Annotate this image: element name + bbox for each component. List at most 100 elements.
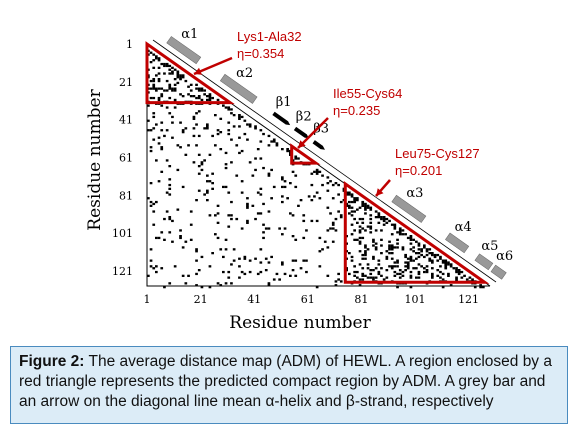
contact-cell: [181, 185, 185, 189]
contact-cell: [270, 168, 273, 172]
contact-cell: [149, 149, 153, 153]
contact-cell: [176, 144, 180, 147]
contact-cell: [401, 233, 405, 236]
contact-cell: [197, 189, 201, 192]
contact-cell: [176, 74, 180, 77]
contact-cell: [409, 274, 413, 277]
contact-cell: [206, 174, 209, 177]
contact-cell: [262, 166, 265, 170]
contact-cell: [171, 219, 174, 223]
contact-cell: [267, 282, 271, 285]
contact-cell: [425, 265, 429, 268]
contact-cell: [251, 174, 255, 177]
contact-cell: [157, 57, 161, 60]
contact-cell: [149, 79, 153, 83]
contact-cell: [358, 284, 362, 287]
contact-cell: [152, 138, 156, 141]
contact-cell: [374, 267, 378, 270]
contact-cell: [163, 238, 166, 241]
contact-cell: [184, 240, 188, 243]
contact-cell: [267, 261, 271, 264]
contact-cell: [246, 206, 249, 209]
contact-cell: [163, 286, 166, 289]
contact-cell: [283, 272, 287, 276]
contact-cell: [246, 197, 249, 200]
contact-cell: [350, 255, 354, 259]
contact-cell: [449, 265, 453, 268]
contact-cell: [310, 199, 314, 202]
strand-label: β1: [276, 95, 292, 110]
contact-cell: [431, 253, 434, 257]
helix-label: α3: [406, 186, 423, 201]
contact-cell: [415, 276, 418, 279]
contact-cell: [232, 248, 236, 251]
contact-cell: [380, 244, 383, 247]
contact-cell: [339, 280, 343, 283]
contact-cell: [224, 282, 228, 285]
contact-cell: [358, 225, 362, 228]
contact-cell: [417, 255, 421, 259]
contact-cell: [390, 265, 394, 268]
contact-cell: [393, 246, 397, 249]
contact-cell: [168, 217, 172, 221]
contact-cell: [415, 252, 418, 255]
contact-cell: [173, 83, 177, 86]
contact-cell: [152, 87, 156, 90]
contact-cell: [160, 104, 164, 107]
contact-cell: [369, 206, 373, 209]
contact-cell: [262, 202, 265, 206]
contact-cell: [366, 206, 370, 209]
contact-cell: [272, 138, 276, 141]
contact-cell: [291, 269, 295, 272]
contact-cell: [278, 227, 281, 230]
x-tick-label: 101: [404, 293, 425, 306]
contact-cell: [214, 214, 217, 217]
contact-cell: [329, 227, 332, 230]
contact-cell: [155, 74, 158, 77]
contact-cell: [216, 204, 220, 207]
contact-cell: [157, 142, 161, 145]
contact-cell: [364, 246, 367, 249]
contact-cell: [264, 227, 268, 230]
region-eta-label: η=0.201: [395, 163, 442, 178]
contact-cell: [315, 172, 319, 175]
contact-cell: [415, 267, 418, 270]
contact-cell: [291, 235, 295, 238]
contact-cell: [246, 204, 249, 207]
contact-cell: [398, 269, 402, 272]
region-eta-label: η=0.354: [237, 46, 284, 61]
contact-cell: [152, 223, 156, 226]
contact-cell: [238, 117, 241, 120]
contact-cell: [179, 76, 182, 79]
contact-cell: [366, 276, 370, 279]
contact-cell: [149, 87, 153, 90]
contact-cell: [179, 236, 182, 240]
contact-cell: [374, 210, 378, 213]
contact-cell: [479, 286, 482, 289]
contact-cell: [393, 274, 397, 277]
contact-cell: [149, 146, 153, 149]
contact-cell: [211, 96, 214, 100]
contact-cell: [433, 253, 437, 257]
contact-cell: [195, 250, 198, 253]
contact-cell: [455, 269, 458, 272]
contact-cell: [289, 182, 292, 185]
contact-cell: [447, 263, 450, 266]
contact-cell: [235, 144, 239, 147]
contact-cell: [160, 148, 164, 151]
contact-cell: [230, 138, 233, 141]
contact-cell: [353, 200, 356, 204]
contact-cell: [155, 123, 158, 126]
contact-cell: [254, 168, 257, 172]
region-name-label: Leu75-Cys127: [395, 146, 480, 161]
contact-cell: [406, 267, 410, 270]
contact-cell: [256, 272, 260, 276]
contact-cell: [444, 265, 448, 268]
contact-cell: [337, 193, 340, 196]
contact-cell: [232, 259, 236, 262]
contact-cell: [238, 151, 241, 155]
contact-cell: [181, 74, 185, 77]
contact-cell: [208, 286, 212, 289]
contact-cell: [267, 134, 271, 138]
contact-cell: [364, 244, 367, 247]
